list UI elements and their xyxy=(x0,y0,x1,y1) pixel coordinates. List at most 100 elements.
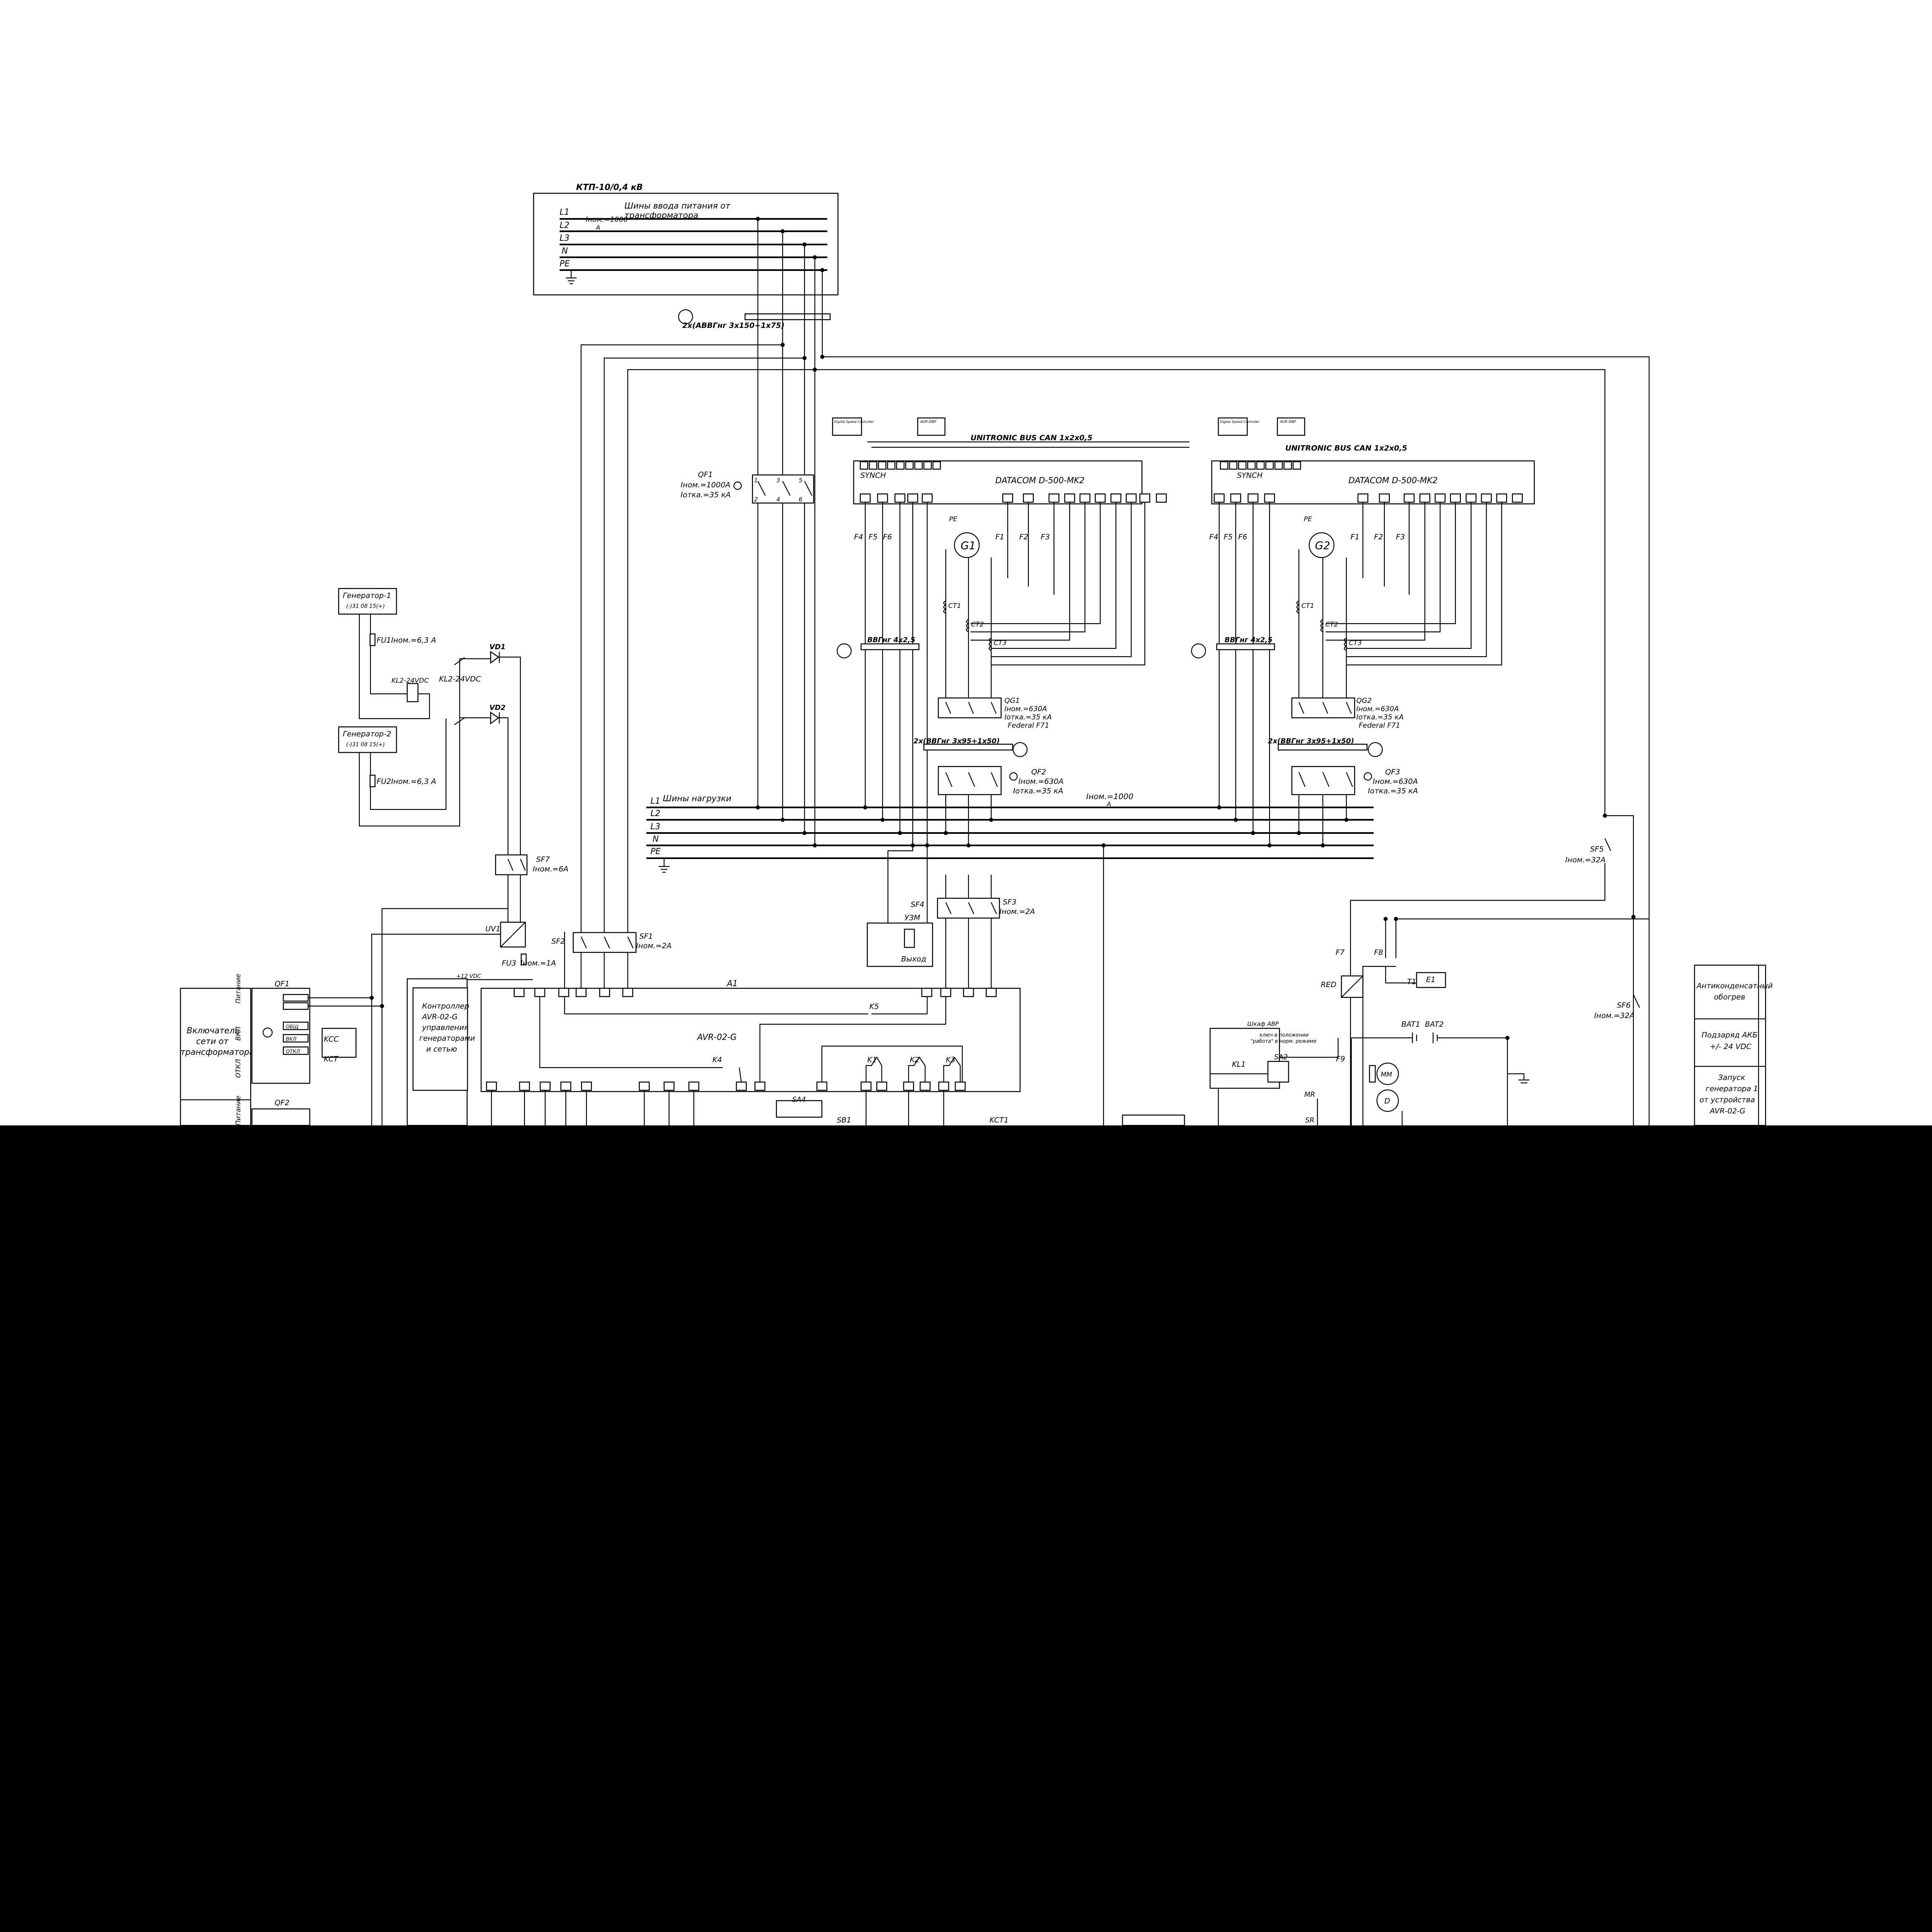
fuse-2-f4: F4 xyxy=(1209,533,1218,541)
legend-3-line-3: от устройства xyxy=(1699,1096,1755,1104)
qg2-name: QG2 xyxy=(1356,697,1372,705)
load-caption: Шины нагрузки xyxy=(663,793,731,803)
qg1-breaker: QG1 Iном.=630А Iотка.=35 кА Federal F71 xyxy=(938,697,1052,730)
gen1-box-label: Генератор-1 xyxy=(343,591,391,600)
qf1-breaker: 1 3 5 2 4 6 QF1 Iном.=1000А Iотка.=35 кА xyxy=(681,470,814,504)
key-note-1: ключ в положении xyxy=(1260,1032,1309,1038)
kl1-label: KL1 xyxy=(1232,1060,1246,1069)
incoming-caption-1: Шины ввода питания от xyxy=(624,201,731,211)
legend-2-line-2: +/- 24 VDC xyxy=(1710,1042,1752,1051)
key-note-2: "работа" в норм. режиме xyxy=(1251,1038,1316,1044)
ct-1-3: CT3 xyxy=(994,639,1006,647)
avr-label: AVR-02-G xyxy=(696,1032,737,1042)
left-panel-side-1: Питание xyxy=(234,974,242,1004)
sf6-label: SF6 xyxy=(1617,1001,1631,1010)
datacom-1-label: DATACOM D-500-MK2 xyxy=(995,475,1085,485)
gen1-box-sub: (-)31 08 15(+) xyxy=(346,603,385,610)
incoming-busbar-group: КТП-10/0,4 кВ Шины ввода питания от тран… xyxy=(533,182,839,296)
fuse-2-f1: F1 xyxy=(1351,533,1360,541)
left-otkl: ОТКЛ xyxy=(286,1049,300,1054)
fuse-2-f2: F2 xyxy=(1374,533,1383,541)
sf5-label: SF5 xyxy=(1590,845,1604,854)
sr-label: SR xyxy=(1305,1116,1315,1125)
generator-1-label: G1 xyxy=(961,540,976,552)
fu2-label: FU2Iном.=6,3 А xyxy=(377,777,436,786)
qg1-iotk: Iотка.=35 кА xyxy=(1004,713,1052,722)
g1-control-cable-label: ВВГнг 4х2,5 xyxy=(867,636,915,644)
qf3-iotk: Iотка.=35 кА xyxy=(1368,787,1418,795)
svg-text:PE: PE xyxy=(949,515,958,523)
sf3-rating: Iном.=2А xyxy=(999,907,1035,916)
f8-label: F8 xyxy=(1374,948,1383,957)
left-panel-line-1: Включатель xyxy=(187,1025,240,1035)
fuse-2-f6: F6 xyxy=(1238,533,1247,541)
fu1-label: FU1Iном.=6,3 А xyxy=(377,636,436,645)
main-cable: 2х(АВВГнг 3х150+1х75) xyxy=(678,309,831,330)
sf7-rating: Iном.=6А xyxy=(533,865,568,873)
sf5-rating: Iном.=32А xyxy=(1565,856,1606,864)
fuse-1-f2: F2 xyxy=(1019,533,1028,541)
gen2-box-sub: (-)31 08 15(+) xyxy=(346,742,385,748)
ktp-title: КТП-10/0,4 кВ xyxy=(576,182,643,192)
mr-label: MR xyxy=(1304,1091,1315,1099)
vd1-label: VD1 xyxy=(489,643,506,651)
fuse-1-f3: F3 xyxy=(1041,533,1050,541)
load-bus-pe: PE xyxy=(650,846,661,856)
controller-2-group: Digital Speed Controller AVR-DBF UNITRON… xyxy=(1191,417,1535,845)
qf3-inom: Iном.=630А xyxy=(1373,777,1418,786)
qg1-name: QG1 xyxy=(1004,697,1020,705)
f9-label: F9 xyxy=(1336,1055,1345,1063)
k2-label: K2 xyxy=(910,1056,919,1064)
e1-label: E1 xyxy=(1426,975,1436,984)
gen2-box-label: Генератор-2 xyxy=(343,730,391,738)
controller-box-line-5: и сетью xyxy=(426,1045,457,1054)
plus12-label: +12 VDC xyxy=(456,973,481,980)
qg2-breaker: QG2 Iном.=630А Iотка.=35 кА Federal F71 xyxy=(1291,697,1404,730)
load-rating-unit: А xyxy=(1106,800,1111,808)
sf3-sf4-group: SF4 SF3 Iном.=2А УЗМ Выход xyxy=(866,845,1035,988)
controller-box-line-3: управления xyxy=(422,1023,469,1032)
fuse-1-f6: F6 xyxy=(883,533,892,541)
svg-text:2: 2 xyxy=(754,496,758,503)
svg-text:PE: PE xyxy=(1304,515,1313,523)
left-panel-side-2: ВКЛ xyxy=(234,1027,242,1041)
load-bus-l2: L2 xyxy=(650,808,660,818)
uv1-label: UV1 xyxy=(485,925,501,933)
svg-text:5: 5 xyxy=(799,477,802,484)
g2-control-cable-label: ВВГнг 4х2,5 xyxy=(1225,636,1272,644)
left-panel-line-3: трансформатора xyxy=(180,1047,254,1057)
right-circuits-group: SF5 Iном.=32А SF6 Iном.=32А F7 F8 RED T1… xyxy=(1122,814,1649,1126)
main-cable-label: 2х(АВВГнг 3х150+1х75) xyxy=(682,321,785,330)
k1-label: K1 xyxy=(867,1056,877,1064)
bus-label-l3: L3 xyxy=(560,233,570,243)
qf1-inom: Iном.=1000А xyxy=(681,481,731,489)
left-panel-line-2: сети от xyxy=(196,1036,229,1046)
legend-group: Антиконденсатный обогрев Подзаряд АКБ +/… xyxy=(1694,964,1773,1126)
ct-1-2: CT2 xyxy=(971,620,984,628)
bus-label-pe: PE xyxy=(560,259,570,268)
d-label: D xyxy=(1384,1097,1390,1106)
left-panel-side-4: Питание xyxy=(234,1096,242,1125)
sf4-label: SF4 xyxy=(911,900,924,909)
ct-1-group: CT1 CT2 CT3 xyxy=(943,600,1006,651)
red-label: RED xyxy=(1321,980,1336,989)
gen-supply-group: Генератор-1 (-)31 08 15(+) Генератор-2 (… xyxy=(338,588,568,1125)
legend-3-line-2: генератора 1 xyxy=(1706,1085,1758,1093)
qf2-breaker: QF2 Iном.=630А Iотка.=35 кА xyxy=(938,766,1063,795)
ct-1-1: CT1 xyxy=(948,602,961,610)
sf3-label: SF3 xyxy=(1003,898,1016,907)
left-kct: KCT xyxy=(324,1055,339,1063)
legend-3-line-1: Запуск xyxy=(1718,1073,1745,1082)
qf3-name: QF3 xyxy=(1385,768,1400,776)
fuse-2-f3: F3 xyxy=(1396,533,1405,541)
svg-text:4: 4 xyxy=(776,496,780,503)
left-panel-group: Включатель сети от трансформатора Питани… xyxy=(180,974,384,1126)
fuse-2-f5: F5 xyxy=(1224,533,1233,541)
kct1-label: KCT1 xyxy=(990,1116,1009,1125)
left-qf1-label: QF1 xyxy=(275,980,290,988)
legend-2-line-1: Подзаряд АКБ xyxy=(1702,1031,1757,1040)
k4-label: K4 xyxy=(712,1056,722,1064)
bat2-label: BAT2 xyxy=(1425,1020,1444,1029)
generator-2-label: G2 xyxy=(1315,540,1330,552)
qg2-brand: Federal F71 xyxy=(1359,722,1400,730)
